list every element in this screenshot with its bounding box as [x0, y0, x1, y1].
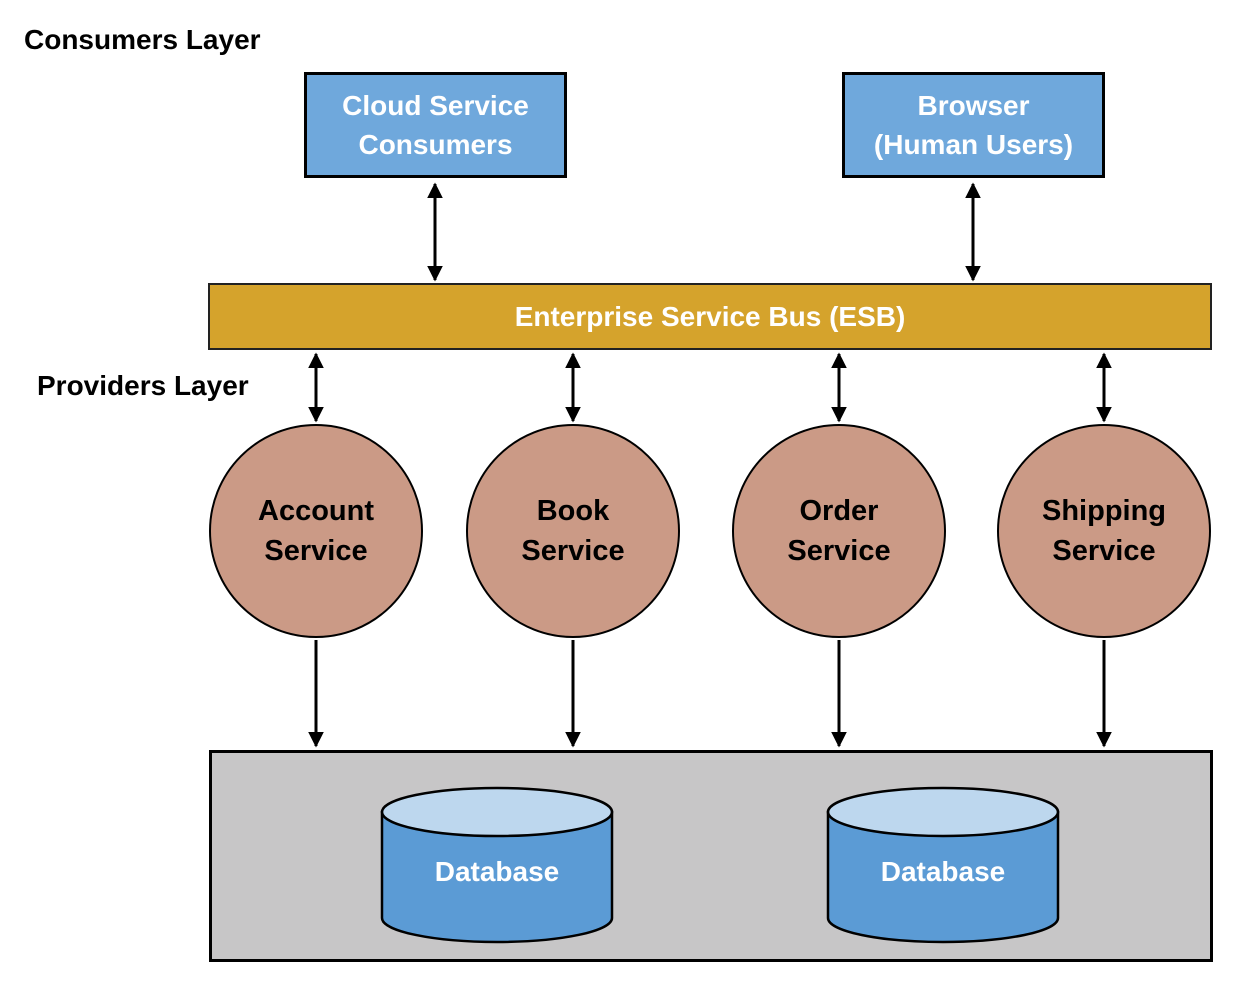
account-service-label: Account Service: [258, 494, 374, 567]
cloud-service-consumers-box: Cloud Service Consumers: [304, 72, 567, 178]
database-left-label: Database: [434, 856, 560, 887]
enterprise-service-bus-bar: Enterprise Service Bus (ESB): [208, 283, 1212, 350]
esb-label: Enterprise Service Bus (ESB): [514, 300, 906, 332]
browser-human-users-label: Browser (Human Users): [873, 89, 1074, 160]
providers-layer-label: Providers Layer: [37, 370, 249, 401]
order-service-label: Order Service: [787, 494, 891, 567]
account-service-circle: Account Service: [209, 424, 423, 638]
book-service-label: Book Service: [521, 494, 625, 567]
providers-data-panel: [209, 750, 1213, 962]
consumers-layer-label: Consumers Layer: [24, 24, 261, 55]
shipping-service-label: Shipping Service: [1041, 494, 1167, 567]
cloud-service-consumers-label: Cloud Service Consumers: [342, 89, 529, 160]
shipping-service-circle: Shipping Service: [997, 424, 1211, 638]
database-right-label: Database: [880, 856, 1006, 887]
order-service-circle: Order Service: [732, 424, 946, 638]
browser-human-users-box: Browser (Human Users): [842, 72, 1105, 178]
book-service-circle: Book Service: [466, 424, 680, 638]
